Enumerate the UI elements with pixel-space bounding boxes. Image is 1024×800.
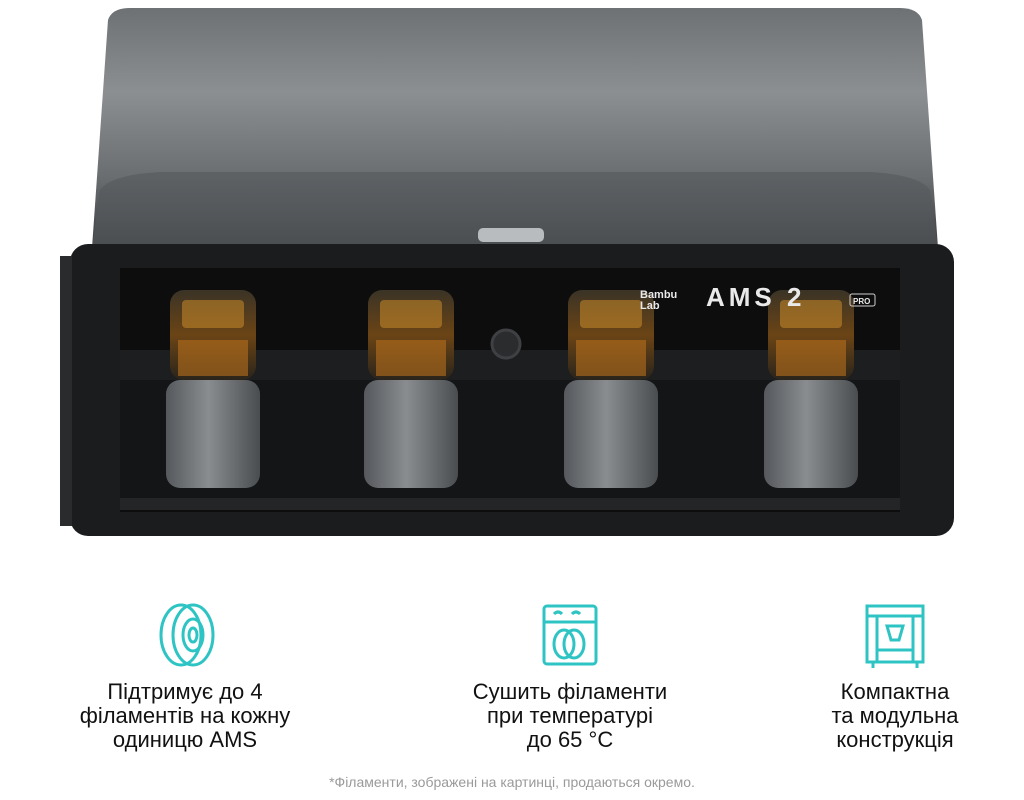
feature-caption: Підтримує до 4 філаментів на кожну одини…	[79, 679, 291, 752]
brand-logo: Bambu Lab AMS 2 PRO	[640, 282, 876, 312]
feature-filament-drying: Сушить філаменти при температурі до 65 °…	[425, 600, 715, 752]
spool-bay-1	[166, 290, 260, 488]
spool-bay-2	[364, 290, 458, 488]
drying-box-icon	[542, 604, 598, 666]
footnote: *Філаменти, зображені на картинці, прода…	[329, 774, 695, 790]
spool-bay-3	[564, 290, 658, 488]
brand-line-1: Bambu	[640, 289, 677, 301]
lid-latch[interactable]	[478, 228, 544, 242]
modular-frame-icon	[865, 604, 925, 668]
feature-caption: Сушить філаменти при температурі до 65 °…	[472, 679, 668, 752]
center-port	[490, 328, 522, 360]
model-name: AMS 2	[706, 282, 805, 312]
brand-line-2: Lab	[640, 300, 660, 312]
feature-filament-support: Підтримує до 4 філаментів на кожну одини…	[40, 600, 330, 752]
feature-modular-design: Компактна та модульна конструкція	[780, 600, 1010, 752]
filament-spool-icon	[159, 603, 215, 667]
feature-caption: Компактна та модульна конструкція	[831, 679, 959, 752]
spool-bay-4	[764, 290, 858, 488]
model-badge: PRO	[853, 297, 870, 306]
ams-2-pro-device-image: Bambu Lab AMS 2 PRO	[60, 8, 954, 536]
lid	[92, 8, 938, 248]
